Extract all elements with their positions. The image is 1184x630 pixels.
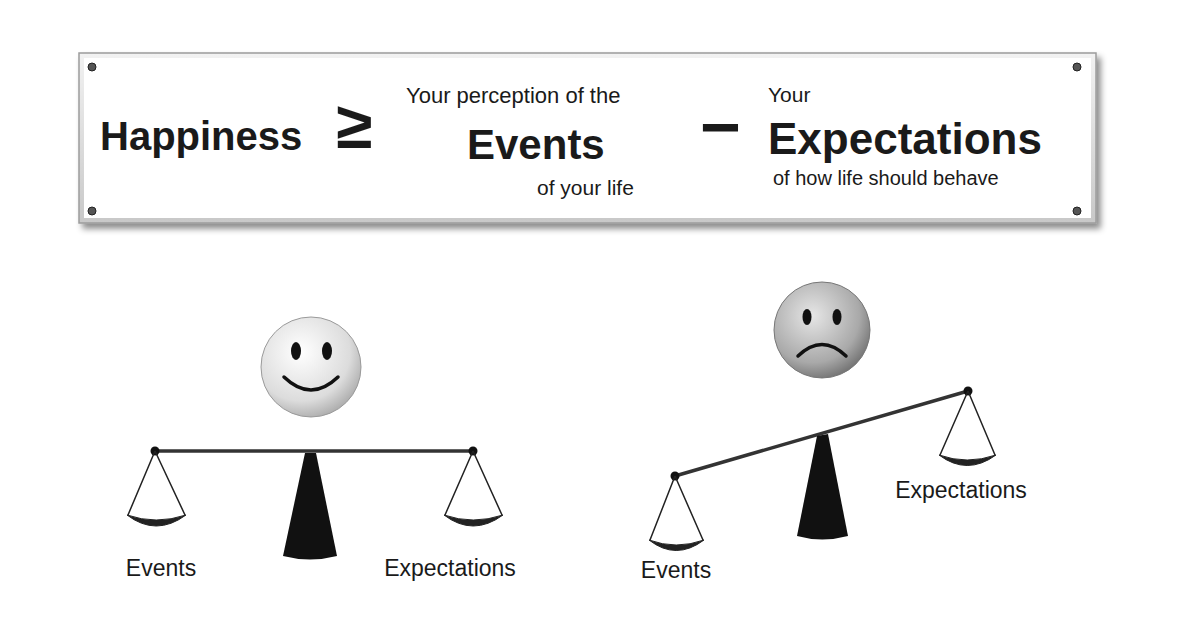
formula-operator: − (700, 92, 741, 162)
scale-pan (127, 515, 186, 526)
face-frown (798, 345, 846, 357)
scale-pan (939, 455, 996, 466)
scale-beam (155, 449, 473, 453)
face-eye (291, 342, 301, 360)
formula-term: Happiness (100, 116, 302, 156)
banner-screw (1073, 207, 1081, 215)
banner-screw (1073, 63, 1081, 71)
balanced-scale (127, 317, 503, 560)
pan-string (650, 476, 703, 540)
scale-pivot (283, 453, 337, 560)
formula-note: Your (768, 84, 810, 105)
face-eye (322, 342, 332, 360)
formula-term: Events (467, 124, 605, 166)
scale-pivot (797, 434, 848, 540)
formula-note: of how life should behave (773, 168, 999, 188)
pan-string (445, 451, 502, 515)
scale-pan (444, 515, 503, 526)
face-eye (833, 309, 842, 325)
banner-screw (88, 63, 96, 71)
formula-operator: ≥ (336, 92, 372, 158)
formula-note: Your perception of the (406, 85, 620, 107)
tilted-scale (649, 282, 996, 551)
formula-note: of your life (537, 177, 634, 198)
pan-label: Expectations (384, 557, 516, 580)
pan-label: Expectations (895, 479, 1027, 502)
formula-term: Expectations (768, 117, 1042, 161)
banner-frame (79, 53, 1096, 223)
face-eye (803, 309, 812, 325)
scale-pan (649, 540, 704, 551)
banner-screw (88, 207, 96, 215)
pan-string (940, 391, 995, 455)
pan-string (128, 451, 185, 515)
happy-face (261, 317, 361, 417)
pan-label: Events (126, 557, 196, 580)
face-smile (284, 377, 338, 390)
formula-banner: Happiness ≥ Your perception of theEvents of… (78, 52, 1097, 224)
pan-label: Events (641, 559, 711, 582)
sad-face (774, 282, 870, 378)
banner-face (84, 58, 1091, 218)
